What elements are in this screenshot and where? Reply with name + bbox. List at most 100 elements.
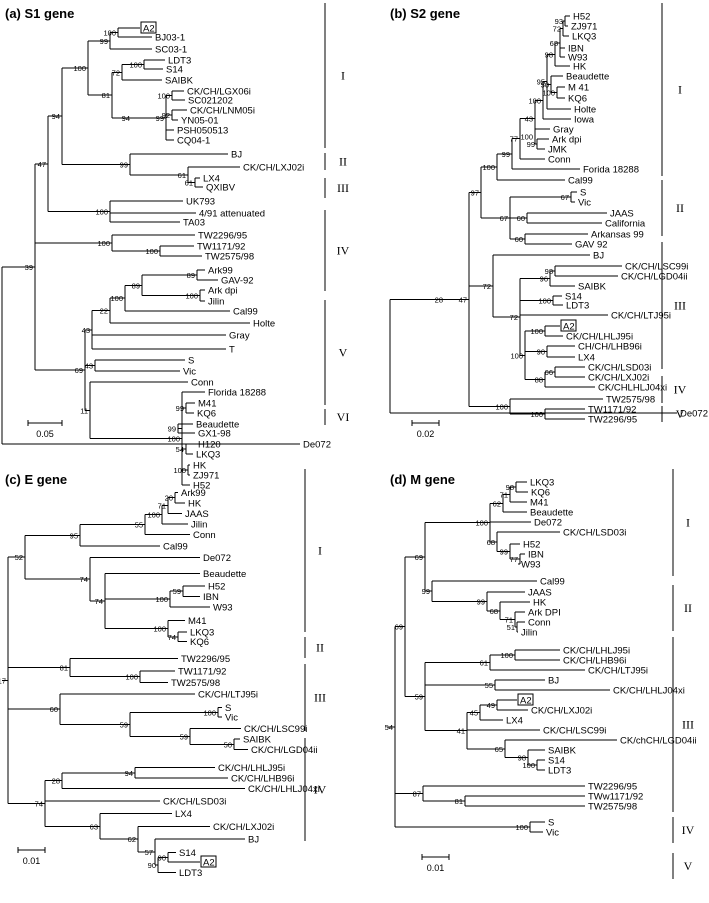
bootstrap-value: 98 <box>518 754 526 763</box>
taxon-label: TW2575/98 <box>606 395 655 406</box>
bootstrap-value: 99 <box>422 587 430 596</box>
taxon-label: LKQ3 <box>196 450 220 461</box>
bootstrap-value: 43 <box>82 326 90 335</box>
taxon-label: LDT3 <box>179 868 202 879</box>
taxon-label: Ark DPI <box>528 608 561 619</box>
bootstrap-value: 74 <box>168 633 176 642</box>
bootstrap-value: 68 <box>487 538 495 547</box>
taxon-label: Conn <box>548 155 571 166</box>
taxon-label: HK <box>573 62 587 73</box>
taxon-label: JAAS <box>610 209 634 220</box>
bootstrap-value: 90 <box>148 861 156 870</box>
bootstrap-value: 17 <box>0 676 6 685</box>
bootstrap-value: 100 <box>500 651 513 660</box>
taxon-label: S14 <box>179 848 196 859</box>
taxon-label: W93 <box>568 53 588 64</box>
taxon-label: LKQ3 <box>190 628 214 639</box>
taxon-label: Cal99 <box>540 577 565 588</box>
bootstrap-value: 98 <box>545 267 553 276</box>
bootstrap-value: 94 <box>122 114 130 123</box>
taxon-label: TW1171/92 <box>197 242 245 253</box>
bootstrap-value: 81 <box>102 91 110 100</box>
taxon-label: W93 <box>213 602 233 613</box>
taxon-label: S <box>188 356 194 367</box>
taxon-label: De072 <box>680 409 708 420</box>
panel-title: (c) E gene <box>5 472 67 487</box>
bootstrap-value: 66 <box>545 368 553 377</box>
taxon-label: H52 <box>523 540 540 551</box>
taxon-label: CK/CH/LHLJ95i <box>218 763 285 774</box>
clade-label: IV <box>682 823 695 837</box>
taxon-label: A2 <box>520 696 532 707</box>
bootstrap-value: 68 <box>490 607 498 616</box>
bootstrap-value: 100 <box>185 292 198 301</box>
taxon-label: Ark dpi <box>208 286 238 297</box>
bootstrap-value: 20 <box>165 494 173 503</box>
scale-bar: 0.05 <box>27 420 63 439</box>
taxon-label: Florida 18288 <box>208 388 266 399</box>
bootstrap-value: 69 <box>75 366 83 375</box>
clade-label: III <box>337 181 349 195</box>
taxon-label: TW2575/98 <box>171 678 220 689</box>
taxon-label: JAAS <box>185 509 209 520</box>
bootstrap-value: 98 <box>506 483 514 492</box>
taxon-label: Holte <box>574 105 596 116</box>
bootstrap-value: 100 <box>520 133 533 142</box>
panel-title: (b) S2 gene <box>390 6 460 21</box>
bootstrap-value: 59 <box>120 720 128 729</box>
taxon-label: S14 <box>166 65 183 76</box>
clade-label: II <box>316 641 324 655</box>
taxon-label: Vic <box>546 828 559 839</box>
bootstrap-value: 100 <box>542 89 555 98</box>
bootstrap-value: 67 <box>500 214 508 223</box>
bootstrap-value: 62 <box>493 499 501 508</box>
bootstrap-value: 60 <box>517 214 525 223</box>
taxon-label: M 41 <box>568 83 589 94</box>
taxon-label: Cal99 <box>233 307 258 318</box>
taxon-label: Ark dpi <box>552 135 582 146</box>
clade-label: V <box>684 859 693 873</box>
taxon-label: KQ6 <box>190 637 209 648</box>
bootstrap-value: 68 <box>550 39 558 48</box>
taxon-label: CK/CH/LNM05i <box>190 106 255 117</box>
taxon-label: HK <box>533 598 547 609</box>
bootstrap-value: 100 <box>145 247 158 256</box>
bootstrap-value: 97 <box>471 188 479 197</box>
bootstrap-value: 100 <box>147 511 160 520</box>
bootstrap-value: 100 <box>538 297 551 306</box>
taxon-label: SAIBK <box>165 76 194 87</box>
taxon-label: BJ03-1 <box>155 33 185 44</box>
taxon-label: De072 <box>203 553 231 564</box>
a2-highlight-box <box>140 21 157 34</box>
bootstrap-value: 89 <box>187 271 195 280</box>
bootstrap-value: 39 <box>25 263 33 272</box>
bootstrap-value: 55 <box>485 681 493 690</box>
taxon-label: TW1171/92 <box>588 405 636 416</box>
taxon-label: CK/CH/LXJ02i <box>243 163 304 174</box>
taxon-label: CK/CH/LHLJ04xi <box>248 784 320 795</box>
taxon-label: CK/CH/LHLJ95i <box>563 646 630 657</box>
bootstrap-value: 59 <box>180 733 188 742</box>
taxon-label: De072 <box>534 518 562 529</box>
bootstrap-value: 81 <box>60 663 68 672</box>
taxon-label: Beaudette <box>530 508 573 519</box>
bootstrap-value: 99 <box>500 548 508 557</box>
taxon-label: SAIBK <box>578 282 607 293</box>
taxon-label: TW2575/98 <box>588 802 637 813</box>
taxon-label: CK/CH/LSC99i <box>543 726 606 737</box>
bootstrap-value: 100 <box>528 96 541 105</box>
bootstrap-value: 92 <box>162 111 170 120</box>
bootstrap-value: 100 <box>495 403 508 412</box>
bootstrap-value: 61 <box>178 171 186 180</box>
clade-label: III <box>682 718 694 732</box>
taxon-label: TW2296/95 <box>588 782 637 793</box>
taxon-label: UK793 <box>186 197 215 208</box>
taxon-label: A2 <box>143 24 155 35</box>
taxon-label: CK/CH/LHB96i <box>563 656 626 667</box>
bootstrap-value: 99 <box>168 425 176 434</box>
taxon-label: CK/CH/LHLJ95i <box>566 332 633 343</box>
taxon-label: LDT3 <box>548 766 571 777</box>
taxon-label: IBN <box>568 44 584 55</box>
bootstrap-value: 94 <box>52 112 60 121</box>
